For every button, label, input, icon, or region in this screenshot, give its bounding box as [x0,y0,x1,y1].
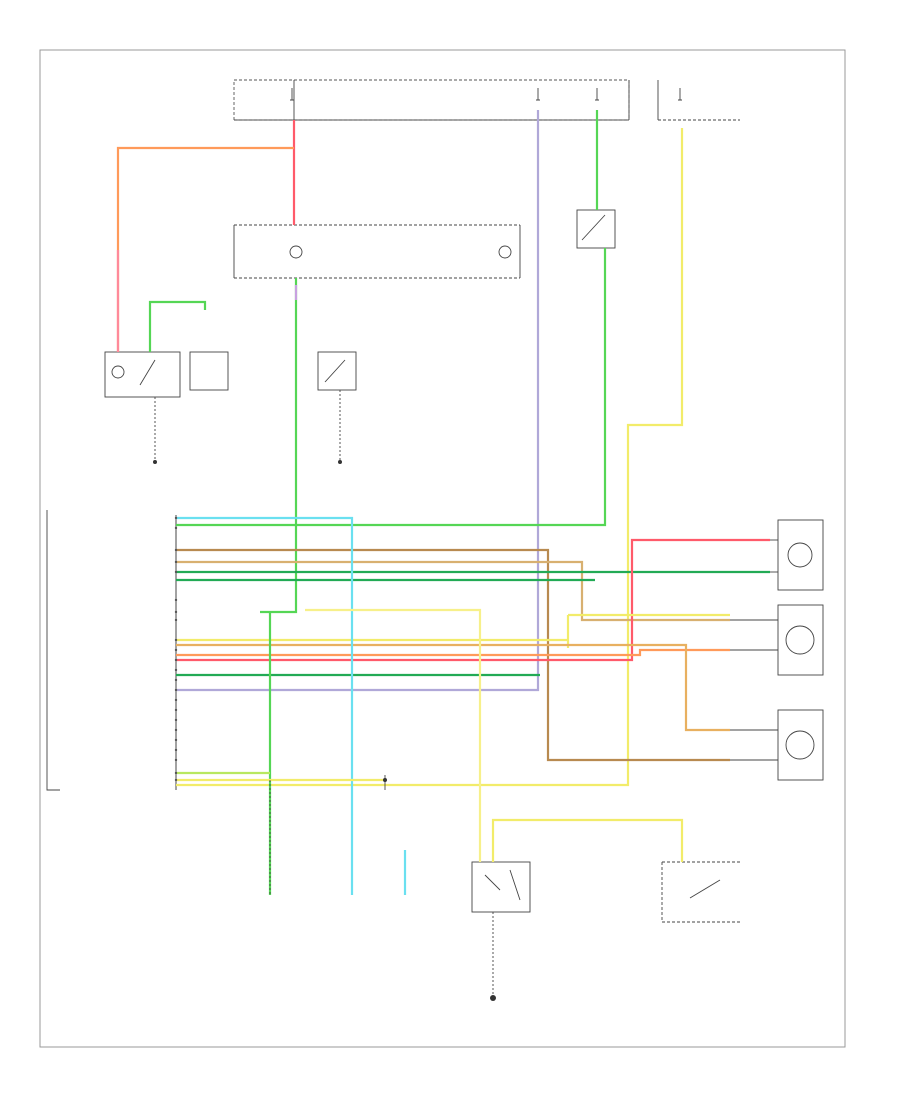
speaker-right-bottom [777,709,824,781]
wire-orange-speaker [176,648,730,657]
wire-cyan [176,516,354,895]
fuse-panel-right [657,80,740,121]
module-pin-column [174,516,178,782]
wire-orange-left [116,146,294,352]
diagram-border [39,49,846,1048]
wire-green-fuse [176,110,607,527]
speaker-terminals [730,539,778,761]
wire-green-main [260,278,298,614]
speaker-right-top [777,519,824,591]
wire-lavender [176,110,540,692]
wire-yellow-right [176,128,684,787]
abs-control-module [46,510,177,791]
switch-bottom-right [661,861,740,923]
relay-left [104,351,229,398]
relay-right-top [576,209,616,249]
ground-icon [153,460,157,464]
wire-red-speaker [176,538,770,662]
ground-icon [338,460,342,464]
brake-pedal-switch-block [233,224,521,279]
ground-icon [490,995,496,1001]
relay-bottom [471,861,531,913]
speaker-right-mid [777,604,824,676]
wire-tan-low [176,643,730,732]
wire-yellow-v1 [305,608,482,862]
wire-tan-2 [176,560,730,622]
wire-yellow-v2 [491,818,684,862]
ground-icon [383,778,387,782]
wire-green-relay [148,300,207,352]
wire-yellow-mid [176,613,730,648]
relay-center [317,351,357,391]
fuse-panel-left [233,79,630,121]
